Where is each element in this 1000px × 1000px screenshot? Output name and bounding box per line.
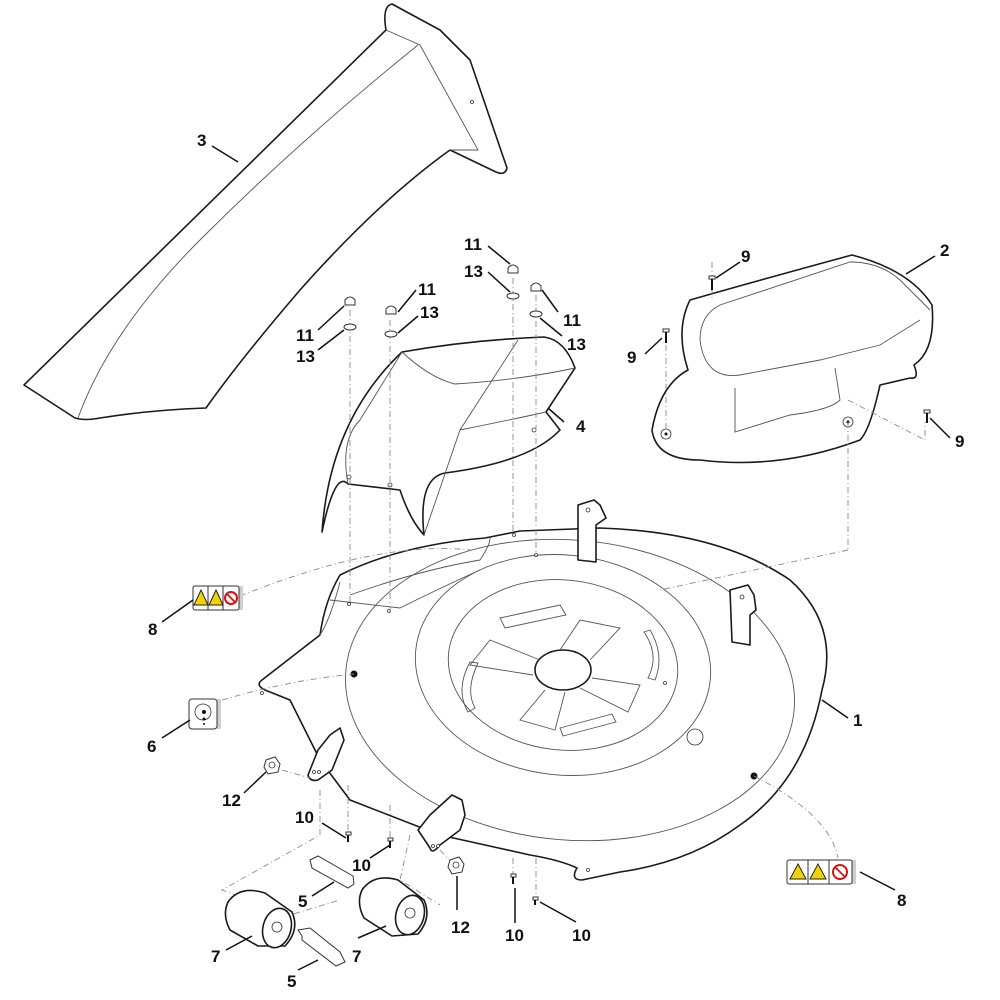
callout-2[interactable]: 2 <box>940 241 949 260</box>
warning-decal-left[interactable] <box>192 585 243 611</box>
callout-7[interactable]: 7 <box>352 947 361 966</box>
callout-9[interactable]: 9 <box>627 348 636 367</box>
impeller-plate <box>461 604 660 737</box>
callout-13[interactable]: 13 <box>296 347 315 366</box>
callout-5[interactable]: 5 <box>298 892 307 911</box>
leader-lines <box>161 145 951 971</box>
callout-6[interactable]: 6 <box>147 737 156 756</box>
screws-10 <box>345 831 539 905</box>
callout-11[interactable]: 11 <box>464 235 482 254</box>
blade-hazard-icon <box>809 862 827 880</box>
deck-bracket-rear <box>577 499 607 563</box>
callout-11[interactable]: 11 <box>418 280 436 299</box>
callout-10[interactable]: 10 <box>295 808 314 827</box>
callout-11[interactable]: 11 <box>563 311 581 330</box>
general-warning-icon <box>789 862 807 880</box>
callout-9[interactable]: 9 <box>955 432 964 451</box>
height-bracket-front <box>417 794 466 852</box>
washers <box>343 292 543 338</box>
height-indicator-label[interactable] <box>188 698 221 730</box>
deck-bracket-side <box>729 584 757 646</box>
height-bracket-left <box>307 727 345 782</box>
callout-3[interactable]: 3 <box>197 131 206 150</box>
callout-9[interactable]: 9 <box>741 247 750 266</box>
callout-4[interactable]: 4 <box>576 417 586 436</box>
callout-1[interactable]: 1 <box>853 711 862 730</box>
part-2-belt-cover[interactable] <box>651 254 934 464</box>
callout-12[interactable]: 12 <box>451 918 470 937</box>
axle-bolts <box>297 855 355 967</box>
part-4-baffle[interactable] <box>321 336 576 536</box>
callout-8[interactable]: 8 <box>148 620 157 639</box>
assembly-lines <box>220 262 926 916</box>
screws-9 <box>662 275 931 423</box>
callout-5[interactable]: 5 <box>287 972 296 991</box>
callout-13[interactable]: 13 <box>464 262 483 281</box>
general-warning-icon <box>193 588 209 606</box>
callout-10[interactable]: 10 <box>572 926 591 945</box>
warning-decal-right[interactable] <box>786 859 856 885</box>
cap-nuts <box>344 264 542 315</box>
nuts-12 <box>263 756 465 875</box>
blade-hazard-icon <box>208 588 224 606</box>
callout-7[interactable]: 7 <box>211 947 220 966</box>
callout-10[interactable]: 10 <box>505 926 524 945</box>
callout-13[interactable]: 13 <box>420 303 439 322</box>
callout-11[interactable]: 11 <box>296 326 314 345</box>
rollers <box>224 877 428 949</box>
part-1-deck[interactable] <box>258 499 828 881</box>
callouts: 3 2 4 1 11 13 11 13 11 13 11 13 9 9 9 8 … <box>147 131 964 991</box>
part-3-chute[interactable] <box>23 3 508 421</box>
callout-10[interactable]: 10 <box>352 856 371 875</box>
callout-12[interactable]: 12 <box>222 791 241 810</box>
callout-8[interactable]: 8 <box>897 891 906 910</box>
callout-13[interactable]: 13 <box>567 335 586 354</box>
